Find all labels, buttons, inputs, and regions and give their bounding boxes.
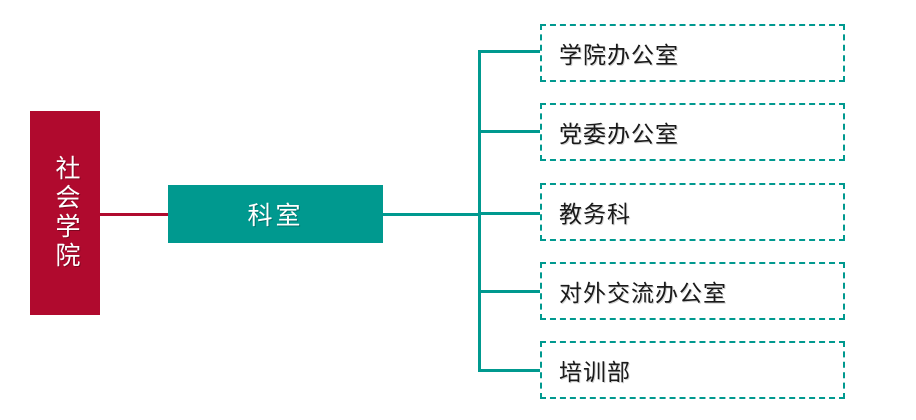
leaf-node-label-5: 培训部 xyxy=(559,360,631,385)
root-node-label: 社会学院 xyxy=(52,155,79,271)
mid-node-label: 科室 xyxy=(247,203,304,230)
connector-branch-4 xyxy=(478,290,540,293)
leaf-node-5[interactable]: 培训部 xyxy=(540,341,845,399)
leaf-node-3[interactable]: 教务科 xyxy=(540,183,845,241)
connector-mid-to-trunk xyxy=(383,213,480,216)
connector-branch-1 xyxy=(478,50,540,53)
connector-branch-5 xyxy=(478,369,540,372)
connector-branch-2 xyxy=(478,130,540,133)
leaf-node-label-2: 党委办公室 xyxy=(559,122,679,147)
connector-branch-3 xyxy=(478,212,540,215)
leaf-node-2[interactable]: 党委办公室 xyxy=(540,103,845,161)
leaf-node-label-3: 教务科 xyxy=(559,202,631,227)
root-node-college[interactable]: 社会学院 xyxy=(30,111,100,315)
connector-root-to-mid xyxy=(100,213,168,216)
connector-vertical-trunk xyxy=(478,50,481,371)
mid-node-department[interactable]: 科室 xyxy=(168,185,383,243)
leaf-node-1[interactable]: 学院办公室 xyxy=(540,24,845,82)
leaf-node-4[interactable]: 对外交流办公室 xyxy=(540,262,845,320)
leaf-node-label-4: 对外交流办公室 xyxy=(559,281,727,306)
leaf-node-label-1: 学院办公室 xyxy=(559,43,679,68)
